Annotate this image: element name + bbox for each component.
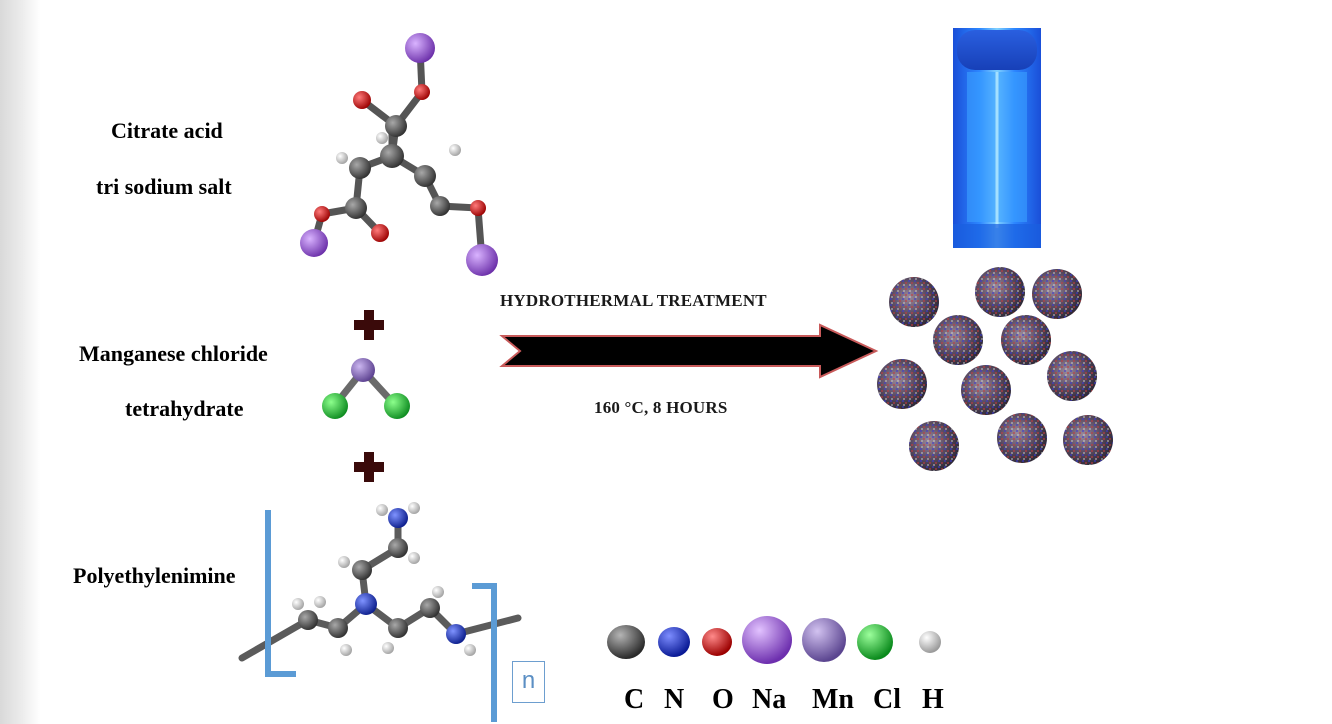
manganese-label-line2: tetrahydrate bbox=[125, 396, 244, 421]
atom-legend-spheres bbox=[607, 616, 941, 664]
left-bracket bbox=[265, 510, 296, 677]
plus-sign-1 bbox=[354, 310, 384, 340]
citrate-molecule bbox=[300, 33, 498, 276]
legend-label-h: H bbox=[922, 684, 944, 715]
polyethylenimine-label: Polyethylenimine bbox=[73, 563, 236, 588]
repeat-unit-label: n bbox=[512, 661, 545, 703]
legend-label-c: C bbox=[624, 684, 645, 715]
legend-label-na: Na bbox=[752, 684, 787, 715]
legend-sphere-h bbox=[919, 631, 941, 653]
manganese-label-line1: Manganese chloride bbox=[79, 341, 268, 366]
plus-sign-2 bbox=[354, 452, 384, 482]
legend-sphere-o bbox=[702, 628, 732, 656]
legend-sphere-na bbox=[742, 616, 792, 664]
citrate-label-line2: tri sodium salt bbox=[96, 174, 232, 199]
legend-label-mn: Mn bbox=[812, 684, 854, 715]
carbon-dots-cluster bbox=[877, 267, 1113, 471]
legend-sphere-c bbox=[607, 625, 645, 659]
page-edge-shadow bbox=[0, 0, 40, 724]
legend-label-n: N bbox=[664, 684, 685, 715]
reaction-arrow bbox=[499, 323, 879, 379]
polyethylenimine-molecule bbox=[238, 502, 522, 662]
process-title: HYDROTHERMAL TREATMENT bbox=[500, 291, 767, 310]
process-conditions: 160 °C, 8 HOURS bbox=[594, 398, 728, 417]
citrate-label-line1: Citrate acid bbox=[111, 118, 223, 143]
legend-label-o: O bbox=[712, 684, 734, 715]
legend-sphere-mn bbox=[802, 618, 846, 662]
legend-label-cl: Cl bbox=[873, 684, 901, 715]
right-bracket bbox=[472, 583, 497, 722]
fluorescent-cuvette bbox=[953, 28, 1041, 248]
legend-sphere-cl bbox=[857, 624, 893, 660]
carbon-dot-group bbox=[877, 267, 1113, 471]
legend-sphere-n bbox=[658, 627, 690, 657]
manganese-chloride-molecule bbox=[322, 358, 410, 419]
